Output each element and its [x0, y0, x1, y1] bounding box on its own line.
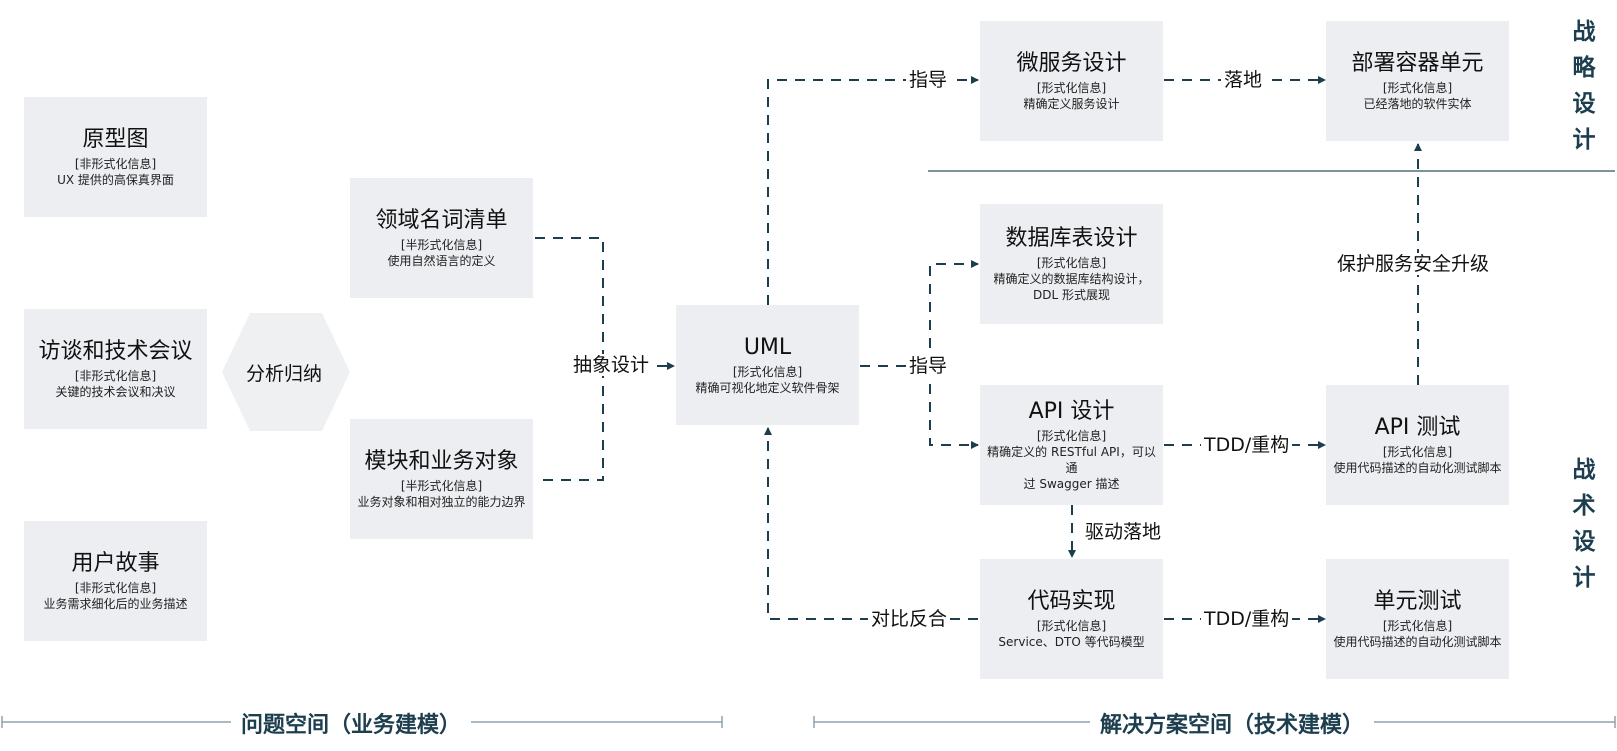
analysis-hexagon — [222, 313, 350, 431]
box-description: 精确定义的 RESTful API，可以通 — [987, 445, 1156, 475]
label-drive-land: 驱动落地 — [1082, 521, 1165, 543]
box-title: 数据库表设计 — [1005, 226, 1138, 251]
domain-glossary-box: 领域名词清单 [半形式化信息] 使用自然语言的定义 — [350, 178, 533, 298]
box-description: 使用自然语言的定义 — [387, 254, 496, 268]
edge-guide-database — [929, 260, 979, 366]
box-description: 关键的技术会议和决议 — [55, 385, 176, 399]
box-title: 领域名词清单 — [375, 208, 508, 233]
box-description: 精确定义服务设计 — [1023, 97, 1120, 111]
box-description: 精确可视化地定义软件骨架 — [695, 381, 840, 395]
uml-box: UML [形式化信息] 精确可视化地定义软件骨架 — [676, 305, 859, 425]
box-description: UX 提供的高保真界面 — [57, 173, 174, 187]
box-title: API 测试 — [1374, 415, 1461, 440]
box-description-2: 过 Swagger 描述 — [1023, 477, 1120, 491]
box-category: [非形式化信息] — [74, 369, 157, 383]
unit-test-box: 单元测试 [形式化信息] 使用代码描述的自动化测试脚本 — [1326, 559, 1509, 679]
box-title: 部署容器单元 — [1351, 51, 1484, 76]
deploy-box: 部署容器单元 [形式化信息] 已经落地的软件实体 — [1326, 21, 1509, 141]
box-category: [非形式化信息] — [74, 157, 157, 171]
box-title: 微服务设计 — [1016, 51, 1127, 76]
label-guide-mid: 指导 — [906, 355, 951, 377]
interview-box: 访谈和技术会议 [非形式化信息] 关键的技术会议和决议 — [24, 309, 207, 429]
box-category: [半形式化信息] — [400, 238, 483, 252]
box-title: UML — [743, 335, 792, 360]
box-description: 使用代码描述的自动化测试脚本 — [1333, 461, 1502, 475]
box-description: 业务需求细化后的业务描述 — [43, 597, 188, 611]
box-description: Service、DTO 等代码模型 — [998, 635, 1145, 649]
box-category: [形式化信息] — [1036, 429, 1107, 443]
modules-box: 模块和业务对象 [半形式化信息] 业务对象和相对独立的能力边界 — [350, 419, 533, 539]
label-tdd-unit: TDD/重构 — [1201, 608, 1293, 630]
box-title: 单元测试 — [1373, 589, 1462, 614]
box-title: 代码实现 — [1027, 589, 1116, 614]
box-description: 业务对象和相对独立的能力边界 — [357, 495, 526, 509]
api-test-box: API 测试 [形式化信息] 使用代码描述的自动化测试脚本 — [1326, 385, 1509, 505]
box-title: 用户故事 — [71, 551, 160, 576]
box-description: 已经落地的软件实体 — [1363, 97, 1472, 111]
box-category: [形式化信息] — [732, 365, 803, 379]
strategic-design-label: 战 略 设 计 — [1572, 19, 1596, 153]
box-category: [形式化信息] — [1382, 619, 1453, 633]
box-title: 原型图 — [82, 127, 149, 152]
label-guide-top: 指导 — [906, 69, 951, 91]
label-land: 落地 — [1221, 69, 1266, 91]
box-description-2: DDL 形式展现 — [1033, 288, 1110, 302]
tactical-design-label: 战 术 设 计 — [1572, 457, 1596, 591]
code-box: 代码实现 [形式化信息] Service、DTO 等代码模型 — [980, 559, 1163, 679]
box-category: [非形式化信息] — [74, 581, 157, 595]
box-title: API 设计 — [1028, 399, 1115, 424]
microservice-box: 微服务设计 [形式化信息] 精确定义服务设计 — [980, 21, 1163, 141]
edge-uml-guide-microservice — [767, 76, 979, 305]
analysis-label: 分析归纳 — [246, 363, 323, 385]
label-tdd-api: TDD/重构 — [1201, 434, 1293, 456]
label-compare: 对比反合 — [868, 608, 951, 630]
problem-space-label: 问题空间（业务建模） — [231, 707, 472, 739]
box-category: [形式化信息] — [1036, 619, 1107, 633]
database-box: 数据库表设计 [形式化信息] 精确定义的数据库结构设计， DDL 形式展现 — [980, 204, 1163, 324]
user-story-box: 用户故事 [非形式化信息] 业务需求细化后的业务描述 — [24, 521, 207, 641]
box-category: [形式化信息] — [1382, 81, 1453, 95]
box-description: 精确定义的数据库结构设计， — [993, 272, 1150, 286]
solution-space-label: 解决方案空间（技术建模） — [1090, 707, 1375, 739]
label-abstract-design: 抽象设计 — [570, 354, 653, 376]
edge-compare — [764, 427, 978, 620]
api-design-box: API 设计 [形式化信息] 精确定义的 RESTful API，可以通 过 S… — [980, 385, 1163, 505]
box-title: 模块和业务对象 — [364, 449, 519, 474]
box-category: [形式化信息] — [1036, 81, 1107, 95]
label-protect-upgrade: 保护服务安全升级 — [1334, 253, 1493, 275]
prototype-box: 原型图 [非形式化信息] UX 提供的高保真界面 — [24, 97, 207, 217]
box-title: 访谈和技术会议 — [38, 339, 193, 364]
box-description: 使用代码描述的自动化测试脚本 — [1333, 635, 1502, 649]
box-category: [半形式化信息] — [400, 479, 483, 493]
edge-guide-api — [929, 366, 979, 449]
box-category: [形式化信息] — [1036, 256, 1107, 270]
box-category: [形式化信息] — [1382, 445, 1453, 459]
